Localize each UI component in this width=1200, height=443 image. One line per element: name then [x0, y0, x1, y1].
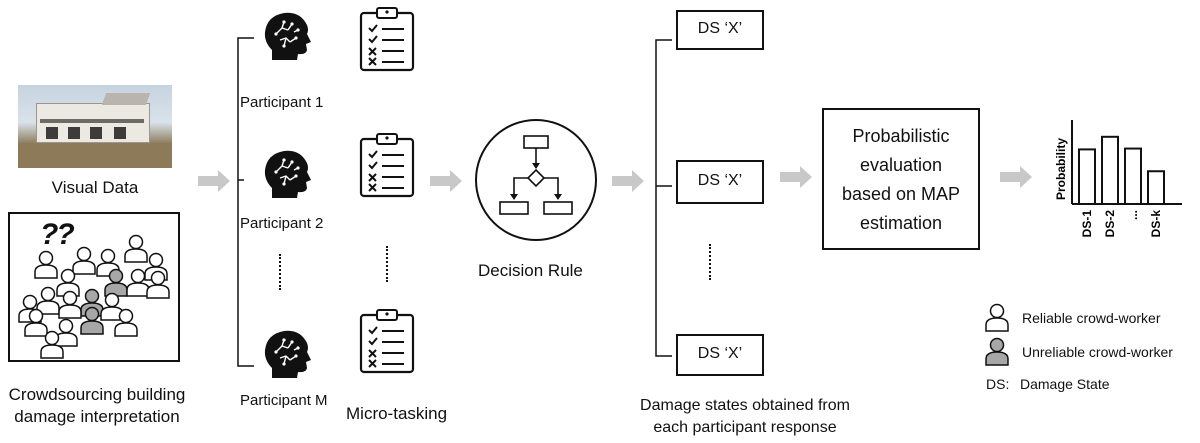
arrow-4 [780, 166, 812, 188]
crowd-illustration [18, 234, 170, 359]
participant-m-label: Participant M [240, 392, 328, 409]
chart-bar-4 [1147, 170, 1165, 205]
visual-data-label: Visual Data [51, 178, 139, 197]
reliable-worker-icon [58, 290, 82, 319]
arrow-5 [1000, 166, 1032, 188]
damage-state-box-1 [676, 10, 764, 50]
micro-tasking-label: Micro-tasking [346, 404, 448, 423]
evaluation-text: Probabilistic evaluation based on MAP es… [822, 122, 980, 238]
chart-bar-1 [1078, 148, 1096, 205]
unreliable-worker-icon [985, 337, 1009, 366]
decision-rule-label: Decision Rule [478, 261, 583, 280]
arrow-2 [430, 170, 462, 192]
damage-state-box-1-label: DS ‘X’ [697, 20, 743, 37]
reliable-worker-icon [985, 303, 1009, 332]
participant-2-head-icon [264, 150, 312, 199]
reliable-worker-icon [100, 292, 124, 321]
reliable-worker-icon [126, 268, 150, 297]
damage-state-bracket [655, 39, 672, 357]
evaluation-line4: estimation [859, 213, 943, 233]
legend-unreliable-label: Unreliable crowd-worker [1022, 344, 1173, 360]
crowdsourcing-label-line1: Crowdsourcing building [8, 385, 186, 404]
chart-bar-3 [1124, 147, 1142, 205]
unreliable-worker-icon [80, 306, 104, 335]
participant-2-label: Participant 2 [240, 215, 324, 232]
chart-y-label: Probability [1054, 138, 1068, 200]
evaluation-box [822, 108, 980, 250]
reliable-worker-icon [72, 246, 96, 275]
damage-state-box-2-label: DS ‘X’ [697, 172, 743, 189]
legend-ds-key: DS: [986, 376, 1010, 392]
reliable-worker-icon [34, 250, 58, 279]
damage-state-box-3-label: DS ‘X’ [697, 345, 743, 362]
legend-reliable-label: Reliable crowd-worker [1022, 310, 1161, 326]
participant-1-head-icon [264, 12, 312, 61]
chart-bar-2 [1101, 135, 1119, 205]
decision-rule-icon [475, 119, 597, 241]
evaluation-line1: Probabilistic [852, 126, 950, 146]
unreliable-worker-icon [104, 268, 128, 297]
question-marks: ?? [40, 218, 75, 251]
damage-state-box-3 [676, 334, 764, 376]
chart-tick-label-3: ... [1126, 210, 1140, 220]
clipboard-m-icon [359, 308, 415, 374]
clipboard-2-icon [359, 132, 415, 198]
building-photo [18, 85, 172, 168]
damage-state-ellipsis [709, 244, 715, 280]
reliable-worker-icon [124, 234, 148, 263]
damage-state-caption-line1: Damage states obtained from [640, 397, 850, 414]
reliable-worker-icon [56, 268, 80, 297]
reliable-worker-icon [146, 270, 170, 299]
damage-state-caption: Damage states obtained from each partici… [610, 395, 880, 439]
crowd-frame [8, 212, 180, 362]
damage-state-caption-line2: each participant response [653, 419, 837, 436]
chart-tick-label-4: DS-k [1149, 210, 1163, 238]
evaluation-line2: evaluation [859, 155, 943, 175]
crowdsourcing-label-line2: damage interpretation [14, 407, 180, 426]
chart-tick-label-1: DS-1 [1080, 210, 1094, 238]
reliable-worker-icon [114, 308, 138, 337]
legend-ds-value: Damage State [1020, 376, 1110, 392]
chart-tick-label-2: DS-2 [1103, 210, 1117, 238]
evaluation-line3: based on MAP [841, 184, 961, 204]
participant-ellipsis [279, 254, 285, 290]
arrow-1 [198, 170, 230, 192]
reliable-worker-icon [40, 330, 64, 359]
reliable-worker-icon [36, 286, 60, 315]
crowdsourcing-label: Crowdsourcing building damage interpreta… [2, 384, 192, 428]
damage-state-box-2 [676, 160, 764, 204]
participant-bracket [237, 37, 254, 367]
participant-m-head-icon [264, 330, 312, 379]
reliable-worker-icon [24, 308, 48, 337]
clipboard-ellipsis [386, 246, 392, 282]
participant-1-label: Participant 1 [240, 94, 324, 111]
clipboard-1-icon [359, 6, 415, 72]
arrow-3 [612, 170, 644, 192]
